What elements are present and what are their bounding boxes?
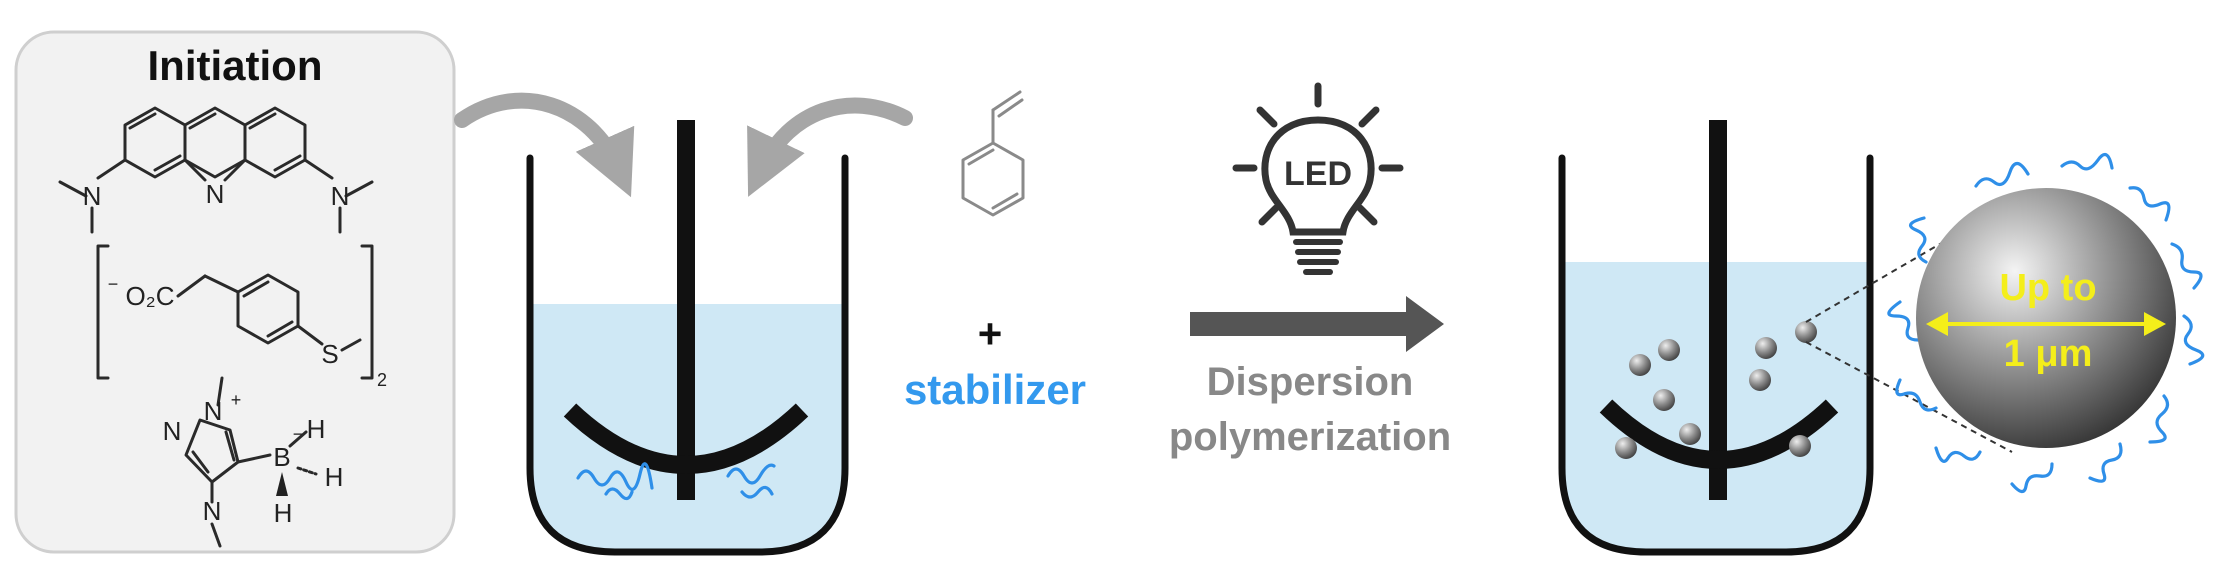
acridine-structure: N N N	[58, 106, 374, 234]
polymer-bead	[1629, 354, 1651, 376]
stabilizer-chain-4	[740, 485, 774, 499]
process-label-line2: polymerization	[1169, 415, 1451, 459]
led-label: LED	[1284, 155, 1352, 193]
left-beaker	[526, 120, 849, 556]
acridine-n-ring: N	[206, 179, 225, 209]
polymer-bead	[1653, 389, 1675, 411]
right-beaker-wall	[1558, 154, 1874, 556]
nhc-plus: +	[231, 390, 242, 410]
nhc-n1: N	[204, 396, 223, 426]
carboxylate-label: O₂C	[125, 281, 174, 311]
particle-label-line1: Up to	[1999, 267, 2096, 309]
polymer-bead	[1795, 321, 1817, 343]
boron-label: B	[273, 442, 290, 472]
right-beaker	[1558, 120, 1874, 556]
particle-sphere	[1916, 188, 2176, 448]
polymer-bead	[1615, 437, 1637, 459]
led-bulb-icon: LED	[1232, 82, 1404, 275]
particle-label-line2: 1 μm	[2004, 333, 2093, 375]
process-label-line1: Dispersion	[1207, 360, 1414, 404]
stabilizer-chain-1	[576, 462, 654, 491]
sulfur-label: S	[321, 339, 338, 369]
polymer-bead	[1658, 339, 1680, 361]
acridine-n-left: N	[83, 181, 102, 211]
diameter-arrow	[1926, 312, 2166, 336]
left-stirrer-paddle	[563, 403, 809, 474]
polymer-bead	[1755, 337, 1777, 359]
nhc-n2: N	[163, 416, 182, 446]
carboxylate-charge: −	[108, 274, 119, 294]
polymer-bead	[1749, 369, 1771, 391]
left-beaker-wall	[526, 154, 849, 556]
stabilizer-chain-2	[604, 487, 634, 501]
acridine-n-right: N	[331, 181, 350, 211]
polymer-bead	[1789, 435, 1811, 457]
stabilizer-chain-3	[726, 463, 776, 485]
boron-h3: H	[274, 498, 293, 528]
boron-h2: H	[325, 462, 344, 492]
polymer-particle: Up to 1 μm	[1887, 153, 2205, 494]
boron-h1: H	[307, 414, 326, 444]
curved-arrow-left	[454, 92, 635, 198]
dimer-subscript: 2	[377, 370, 387, 390]
nhc-n3: N	[203, 496, 222, 526]
styrene-structure	[961, 90, 1025, 217]
initiation-title: Initiation	[148, 42, 323, 89]
initiation-panel: Initiation N N N	[14, 30, 456, 554]
process-arrow	[1190, 296, 1444, 352]
stabilizer-label: stabilizer	[904, 366, 1086, 413]
polymer-beads	[1615, 321, 1817, 459]
thioacetate-fragment: − O₂C S 2	[96, 244, 387, 390]
zoom-line-bottom	[1805, 341, 2013, 453]
boron-charge: −	[293, 424, 304, 444]
right-stirrer-paddle	[1599, 399, 1839, 469]
polymer-bead	[1679, 423, 1701, 445]
curved-arrow-right	[747, 97, 913, 197]
plus-sign: +	[978, 310, 1003, 357]
particle-stabilizer-shell	[1887, 153, 2205, 494]
nhc-borane-structure: N + N N B − H H H	[163, 376, 344, 548]
